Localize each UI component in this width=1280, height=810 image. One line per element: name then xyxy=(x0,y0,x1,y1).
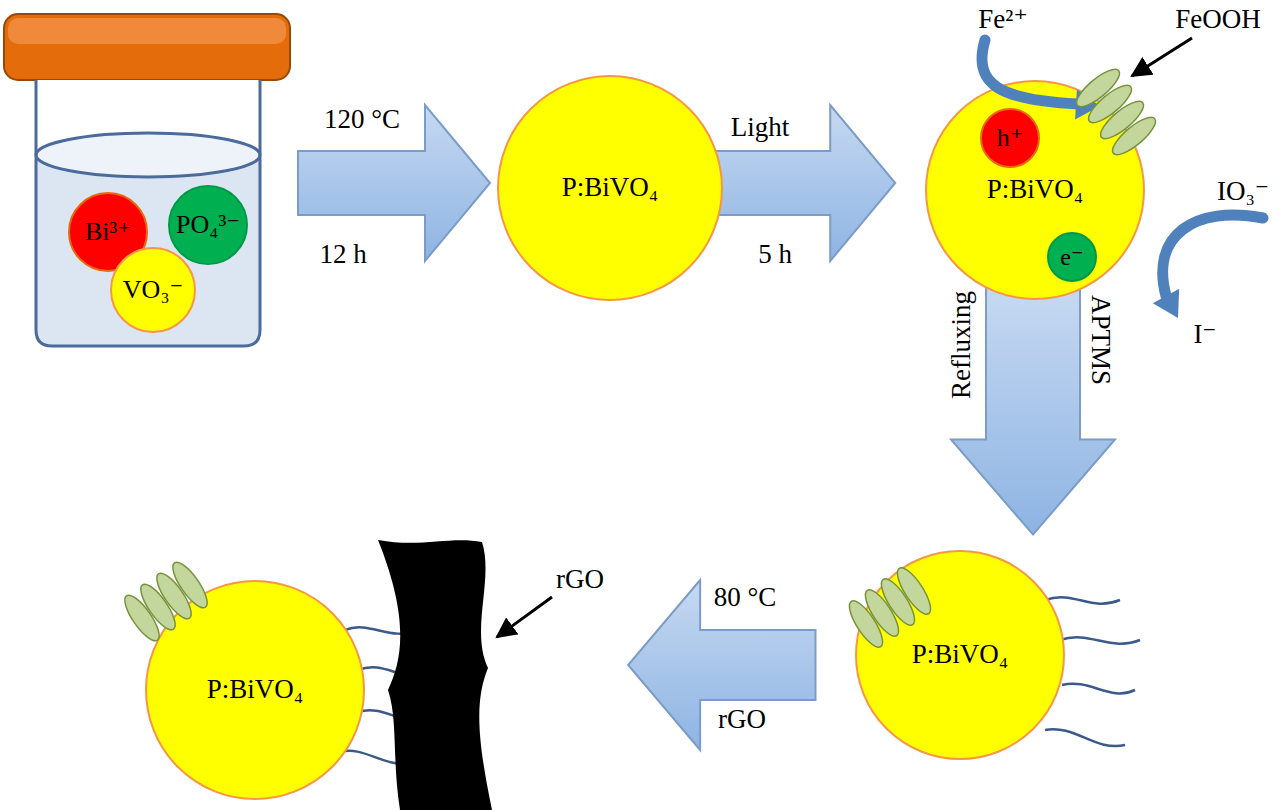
circle-node: h⁺ xyxy=(980,108,1040,168)
feooh-leaf xyxy=(135,580,181,635)
circle-node: PO₄³⁻ xyxy=(168,185,248,265)
curved-arrow xyxy=(982,40,1078,104)
drawing-part xyxy=(844,563,937,651)
edge-label: Light xyxy=(731,113,790,143)
text-label: rGO xyxy=(718,705,766,735)
curved-arrow xyxy=(1163,215,1263,296)
circle-node: VO₃⁻ xyxy=(110,247,196,333)
feooh-leaf xyxy=(167,558,213,613)
process-arrow xyxy=(628,580,815,750)
feooh-leaf xyxy=(892,563,937,618)
feooh-leaf xyxy=(844,596,889,651)
feooh-leaf xyxy=(876,574,921,629)
text-label: 12 h xyxy=(319,240,366,270)
drawing-part xyxy=(1045,597,1120,603)
text-label: 5 h xyxy=(758,240,792,270)
edge-label: Refluxing xyxy=(947,291,977,399)
circle-node: P:BiVO₄ xyxy=(497,75,723,301)
node-text: P:BiVO₄ xyxy=(987,175,1083,205)
feooh-leaf xyxy=(1084,80,1137,128)
circle-node: P:BiVO₄ h⁺ e⁻ xyxy=(925,80,1145,300)
feooh-leaf xyxy=(860,585,905,640)
feooh-leaf xyxy=(1096,96,1149,144)
arrow-head xyxy=(1075,90,1100,120)
node-text: Bi³⁺ xyxy=(85,218,131,247)
lid-highlight xyxy=(8,18,286,44)
text-label: Fe²⁺ xyxy=(978,5,1027,35)
leader-arrow xyxy=(1132,38,1192,76)
process-arrow xyxy=(711,105,895,261)
text-label: 120 °C xyxy=(324,105,400,135)
feooh-leaf xyxy=(1108,112,1161,160)
node-text: P:BiVO₄ xyxy=(207,675,303,705)
feooh-leaf xyxy=(119,591,165,646)
drawing-part xyxy=(1060,637,1140,643)
drawing-part xyxy=(1062,684,1135,694)
node-text: h⁺ xyxy=(997,124,1024,153)
edge-label: 80 °C xyxy=(714,583,777,613)
circle-node: e⁻ xyxy=(1047,232,1097,282)
feooh-leaf xyxy=(1072,64,1125,112)
node-text: P:BiVO₄ xyxy=(562,173,658,203)
node-text: P:BiVO₄ xyxy=(912,640,1008,670)
node-text: e⁻ xyxy=(1060,244,1083,270)
text-label: APTMS xyxy=(1085,295,1115,385)
beaker-body xyxy=(36,80,260,346)
liquid xyxy=(36,155,260,346)
beaker-lid xyxy=(4,14,290,80)
liquid-surface xyxy=(36,133,260,177)
circle-node: P:BiVO₄ xyxy=(855,550,1065,760)
node-text: VO₃⁻ xyxy=(123,276,183,305)
drawing-part xyxy=(119,558,213,646)
text-label: rGO xyxy=(556,565,604,595)
feooh-leaf xyxy=(151,569,197,624)
drawing-part xyxy=(1045,729,1125,746)
node-text: PO₄³⁻ xyxy=(176,211,240,240)
text-label: FeOOH xyxy=(1175,5,1261,35)
process-arrow xyxy=(298,105,490,261)
arrow-head xyxy=(1153,289,1179,318)
beaker-outline xyxy=(36,80,260,346)
text-label: I⁻ xyxy=(1193,320,1216,350)
beaker xyxy=(4,14,290,346)
leader-arrow xyxy=(497,597,552,637)
rgo-sheet xyxy=(378,540,492,810)
text-label: IO₃⁻ xyxy=(1217,177,1269,207)
circle-node: P:BiVO₄ xyxy=(145,580,365,800)
